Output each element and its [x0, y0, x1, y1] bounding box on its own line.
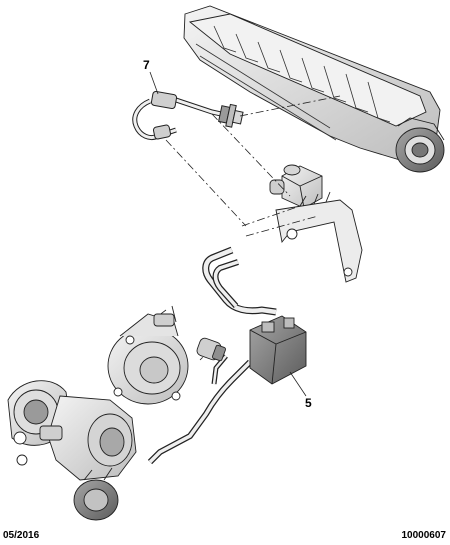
intake-manifold — [183, 5, 445, 173]
assembly-lines — [149, 95, 341, 361]
callout-5: 5 — [305, 396, 312, 410]
part-5-vacuum-hose-assembly — [147, 246, 277, 465]
part-5-canister — [249, 315, 307, 385]
vacuum-solenoid-valve — [269, 164, 363, 283]
leader-line-7 — [149, 71, 159, 95]
leader-line-5 — [289, 371, 307, 397]
vacuum-pump — [107, 305, 189, 405]
part-7-pressure-tube — [132, 90, 244, 141]
footer-date: 05/2016 — [3, 530, 40, 541]
hose-connector — [196, 337, 226, 362]
turbocharger — [7, 380, 137, 521]
footer-reference: 10000607 — [401, 530, 447, 541]
callout-7: 7 — [143, 58, 150, 72]
